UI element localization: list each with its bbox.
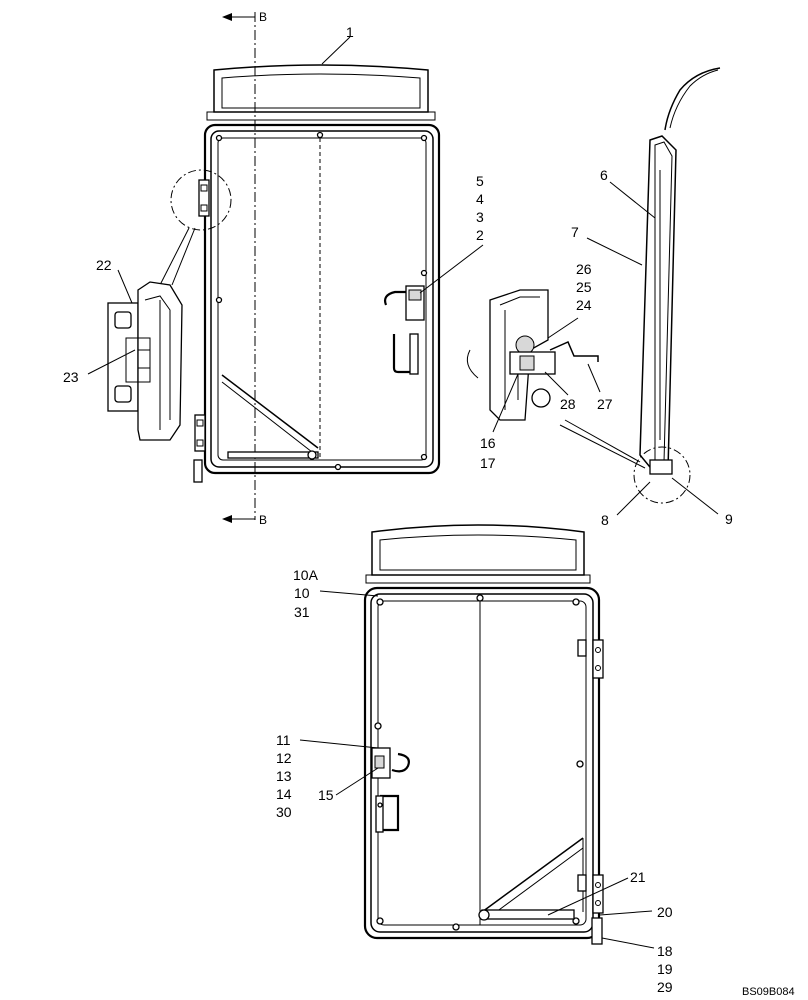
callout-29: 29 — [657, 979, 673, 995]
callout-26: 26 — [576, 261, 592, 277]
callout-1: 1 — [346, 24, 354, 40]
callout-7: 7 — [571, 224, 579, 240]
callout-10a: 10A — [293, 567, 319, 583]
callout-23: 23 — [63, 369, 79, 385]
callout-12: 12 — [276, 750, 292, 766]
callout-10: 10 — [294, 585, 310, 601]
callout-30: 30 — [276, 804, 292, 820]
section-mark-top: B — [259, 10, 267, 24]
callout-25: 25 — [576, 279, 592, 295]
callout-14: 14 — [276, 786, 292, 802]
callout-15: 15 — [318, 787, 334, 803]
callout-19: 19 — [657, 961, 673, 977]
callout-9: 9 — [725, 511, 733, 527]
callout-11: 11 — [276, 732, 291, 748]
callout-31: 31 — [294, 604, 310, 620]
callout-13: 13 — [276, 768, 292, 784]
callout-5: 5 — [476, 173, 484, 189]
section-line-b-b — [222, 12, 256, 523]
latch-detail-view — [466, 289, 599, 421]
callout-8: 8 — [601, 512, 609, 528]
leader-lines — [87, 36, 719, 949]
upper-door-assembly — [193, 64, 441, 483]
callout-28: 28 — [560, 396, 576, 412]
drawing-reference: BS09B084 — [742, 986, 795, 998]
callout-24: 24 — [576, 297, 592, 313]
callout-2: 2 — [476, 227, 484, 243]
lower-door-assembly — [363, 524, 604, 945]
callout-21: 21 — [630, 869, 646, 885]
callout-3: 3 — [476, 209, 484, 225]
door-side-profile — [559, 67, 721, 504]
callout-16: 16 — [480, 435, 496, 451]
callout-4: 4 — [476, 191, 484, 207]
hinge-detail-view — [107, 169, 232, 441]
callout-6: 6 — [600, 167, 608, 183]
section-mark-bottom: B — [259, 513, 267, 527]
callout-18: 18 — [657, 943, 673, 959]
callout-17: 17 — [480, 455, 496, 471]
callout-20: 20 — [657, 904, 673, 920]
callout-22: 22 — [96, 257, 112, 273]
callout-27: 27 — [597, 396, 613, 412]
